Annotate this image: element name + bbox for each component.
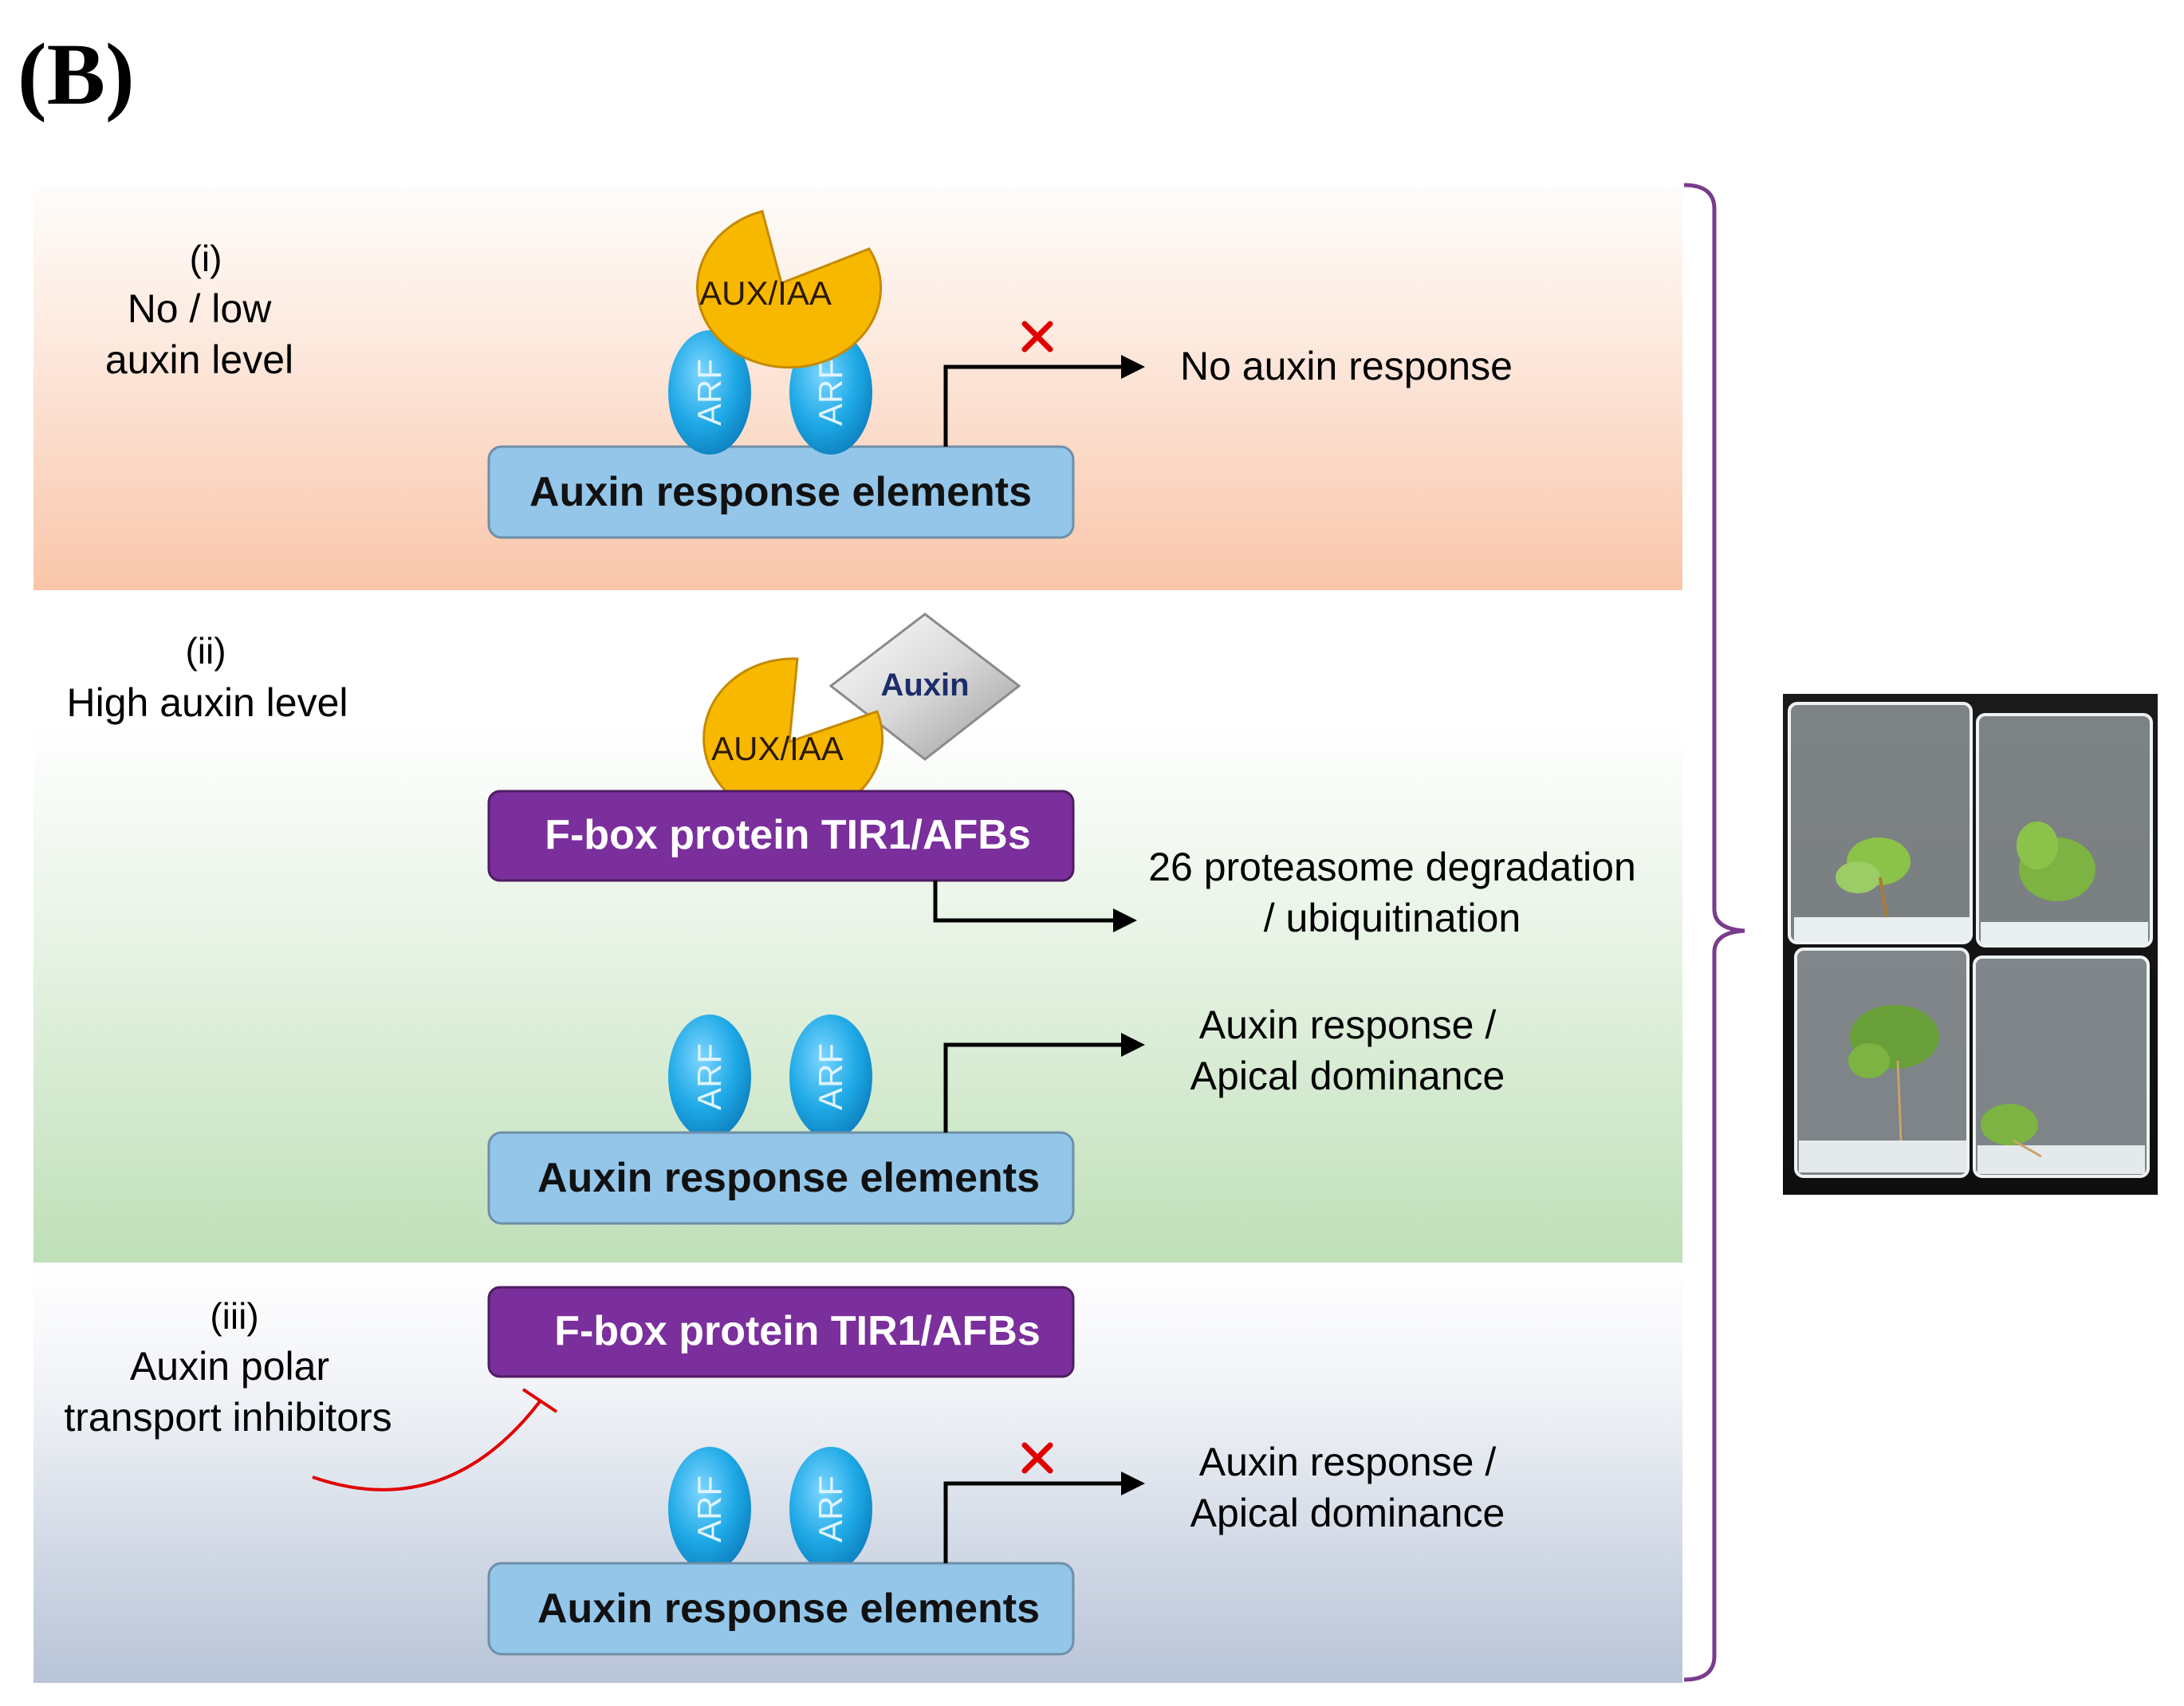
section-ii: (ii) High auxin level Auxin AUX/IAA F-bo… xyxy=(67,613,1636,1225)
section-i-label: (i) xyxy=(190,238,222,279)
section-iii-arf-1 xyxy=(668,1447,751,1571)
right-brace xyxy=(1683,183,1745,1682)
section-iii: (iii) Auxin polar transport inhibitors F… xyxy=(64,1286,1505,1656)
section-iii-inhibitor-curve xyxy=(312,1399,542,1491)
section-iii-condition-line-1: Auxin polar xyxy=(130,1344,329,1389)
section-iii-outcome-line-1: Auxin response / xyxy=(1199,1440,1497,1484)
panel-label: (B) xyxy=(18,26,135,123)
section-iii-inhibitor-bar xyxy=(521,1388,558,1413)
plant-boxes-photo xyxy=(1783,694,2158,1195)
section-ii-fbox-bar xyxy=(487,790,1075,882)
section-ii-condition-line-1: High auxin level xyxy=(67,680,348,725)
section-iii-fbox-label: F-box protein TIR1/AFBs xyxy=(554,1308,1041,1354)
section-ii-aux-iaa-label: AUX/IAA xyxy=(711,730,844,767)
section-i-are-label: Auxin response elements xyxy=(529,469,1032,515)
section-i-aux-iaa-shape xyxy=(696,210,882,369)
section-i-arf-1 xyxy=(668,330,751,455)
section-i-block-mark xyxy=(1021,321,1053,353)
section-ii-label: (ii) xyxy=(185,630,226,672)
section-ii-arf-1-label: ARF xyxy=(691,1043,728,1110)
section-i-arf-2-label: ARF xyxy=(812,359,849,426)
section-ii-degradation-arrow xyxy=(933,881,1137,932)
section-i-are-bar xyxy=(487,445,1075,539)
section-iii-label: (iii) xyxy=(210,1295,258,1337)
section-iii-block-mark xyxy=(1021,1442,1053,1474)
section-ii-outcome-line-1: Auxin response / xyxy=(1199,1003,1497,1047)
section-ii-outcome-line-2: Apical dominance xyxy=(1190,1054,1505,1098)
section-iii-are-bar xyxy=(487,1562,1075,1656)
section-iii-are-label: Auxin response elements xyxy=(537,1586,1040,1632)
section-iii-arf-1-label: ARF xyxy=(691,1476,728,1542)
section-ii-fbox-label: F-box protein TIR1/AFBs xyxy=(545,812,1031,858)
section-ii-arf-1 xyxy=(668,1015,751,1139)
section-ii-are-bar xyxy=(487,1131,1075,1225)
section-iii-transcription-arrow xyxy=(943,1472,1145,1563)
section-ii-auxin-diamond xyxy=(828,613,1021,761)
section-ii-transcription-arrow xyxy=(943,1033,1145,1133)
section-iii-fbox-bar xyxy=(487,1286,1075,1378)
section-i-aux-iaa-label: AUX/IAA xyxy=(699,274,832,312)
section-iii-condition-line-2: transport inhibitors xyxy=(64,1395,392,1440)
section-ii-are-label: Auxin response elements xyxy=(537,1155,1040,1201)
section-iii-arf-2-label: ARF xyxy=(812,1476,849,1542)
section-i-transcription-arrow xyxy=(943,355,1145,447)
section-ii-arf-2-label: ARF xyxy=(812,1043,849,1110)
section-iii-outcome-line-2: Apical dominance xyxy=(1190,1491,1505,1535)
section-i-arf-1-label: ARF xyxy=(691,359,728,426)
section-i-outcome: No auxin response xyxy=(1180,344,1513,388)
section-i: (i) No / low auxin level Auxin response … xyxy=(105,210,1513,539)
section-i-condition-line-1: No / low xyxy=(128,286,273,331)
section-ii-auxin-label: Auxin xyxy=(880,668,969,703)
section-iii-arf-2 xyxy=(789,1447,872,1571)
section-ii-degradation-line-1: 26 proteasome degradation xyxy=(1148,845,1636,889)
section-ii-arf-2 xyxy=(789,1015,872,1139)
section-i-condition-line-2: auxin level xyxy=(105,337,293,382)
section-ii-degradation-line-2: / ubiquitination xyxy=(1264,896,1521,940)
